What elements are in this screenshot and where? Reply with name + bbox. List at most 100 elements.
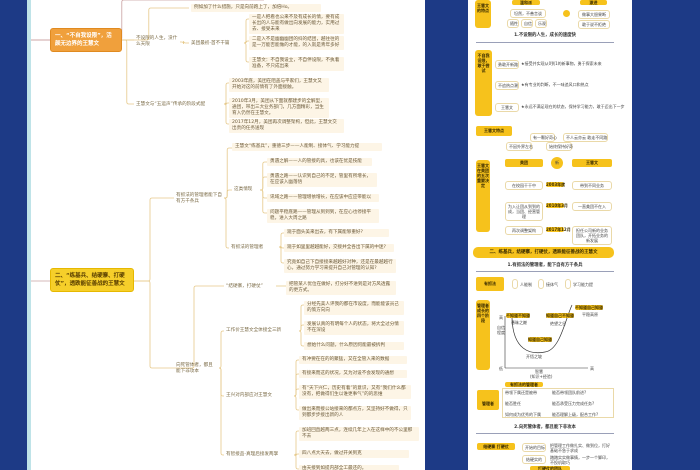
axis-end: 高	[499, 315, 503, 320]
connector-line	[180, 40, 189, 45]
column-head: 王慧文	[572, 159, 612, 167]
feature-pill: 不人云亦云 敢走不同路	[563, 133, 608, 142]
tag-label: 激进	[580, 0, 607, 5]
description-text: 把管理工作做扎实、做到位，打好基础不急于求成	[550, 443, 610, 453]
feature-pill: 不因外界左右	[506, 142, 533, 151]
x-axis-label: 智慧	[535, 369, 543, 374]
leaf-node: 四八点大天去，做过开关到克	[299, 450, 409, 458]
branch-node: 工作价王慧文全体接全三新	[226, 328, 282, 333]
trait-pill: 坦然，不善言谈	[510, 9, 546, 18]
vertical-tag: 不自我设限，敢于尝试	[475, 50, 492, 116]
manager-icon: 管理者	[477, 390, 499, 410]
root-node-2: 二、“练基兵、结硬寨、打硬仗”，透跌能征善战的王慧文	[50, 268, 134, 292]
root-node-1: 一、“不自我设限”，活颜无边界的王慧文	[50, 28, 122, 52]
mindmap-left-panel: 例如加了什么措施，只是向前跑上了，加倍Ho。一、“不自我设限”，活颜无边界的王慧…	[27, 0, 425, 470]
leaf-node: 发展认真的有明每个人的状态，将大全过分情不在深设	[304, 321, 404, 335]
vertical-tag: 王慧文在美团的五次重要决定	[476, 160, 490, 232]
leaf-node: 想始什么问题，什么原因何能最被拆判	[304, 342, 404, 350]
feature-pill: 始终保持好奇	[546, 142, 573, 151]
section-banner: 二、练基兵，结硬寨，打硬仗，透跌能征善战的王慧文	[473, 247, 614, 258]
branch-node: 王兴对内部应对王慧文	[226, 393, 272, 398]
step-label: 学习能力提	[573, 282, 593, 287]
y-axis-label: 自信程度	[497, 325, 505, 335]
description-text: ★接受并实现从0到1的新事物，勇于探索未来	[521, 61, 602, 66]
axis-origin: 低	[499, 366, 503, 371]
description-text: 踏踏实实做事情，一步一个脚印，不投机取巧	[550, 455, 610, 465]
tag-label: 温和派	[512, 0, 540, 5]
connector-line	[223, 197, 229, 249]
leaf-node: 王慧文：不自我设立，不自伴设限，不执着准备，不只成出来	[249, 57, 344, 71]
method-label: 有抓法	[476, 277, 504, 291]
leaf-node: 有“天下兴仁，历史有着”的意识，又有“我们什么都没有，把做得们生以谁更事气”的的…	[299, 385, 411, 399]
manager-label: 有抓法的管理者	[505, 382, 543, 387]
connector-line	[122, 39, 134, 105]
decision-right: 担任公司新的业务团队，开拓业务的新发展	[572, 226, 612, 245]
leaf-node: 由天接到如提内部全工最还的。	[299, 465, 399, 470]
leaf-node: 勇遇之路——认识到自己的不足，管里有所增长，在应该入幽落悟	[267, 173, 377, 187]
step-label: 人能制	[520, 282, 532, 287]
stage-label: 不知道不知道	[506, 313, 530, 318]
axis-end: 高	[590, 366, 594, 371]
leaf-node: 2010年3月，美团从下面就都建步的全解型，通团，带出三大业务部门，几方面精彩，…	[229, 98, 329, 118]
row-answer: 能否带领团队前进?	[552, 390, 587, 395]
connector-line	[218, 330, 224, 369]
leaf-node: 有冲要在在的的聚猛，又在全管入来的数据	[299, 356, 407, 364]
stage-point: 平稳高原	[582, 312, 598, 317]
label-pill: 结硬实的	[522, 455, 546, 464]
leaf-node: 例如加了什么措施，只是向前跑上了，加倍Ho。	[191, 4, 321, 12]
connector-line	[224, 189, 232, 199]
stage-label: 知道自己知道	[528, 337, 552, 342]
branch-node: 有抓法的管理者	[231, 245, 264, 250]
divider	[476, 433, 614, 434]
stage-label: 知道自己不知道	[546, 313, 574, 318]
stage-point: 绝望之谷	[550, 321, 566, 326]
leaf-node: 做出来而接公站接来的都点方，又坚持好不做得，只到都步步接出新的人	[299, 406, 411, 420]
row-answer: 能否理解上级，配合工作?	[552, 412, 599, 417]
connector-line	[224, 147, 232, 199]
section-title: 1.不设限的人生，成长的速度快	[514, 33, 576, 38]
step-box	[538, 279, 544, 289]
divider	[476, 271, 614, 272]
trait-pill: 乐观	[535, 19, 547, 28]
leaf-node: 二是入不是幽幽幽团的抖的结团，越往往的是一万能否能做的才能，的入就是青年多好	[249, 36, 344, 50]
decision-date: 2003年底	[546, 182, 566, 187]
divider	[476, 42, 614, 43]
branch-node: 向死管体者，都且能下非攻本	[176, 363, 213, 374]
leaf-node: 问题平稳底路——管理从到到到，在应心也停接平稳，进入大周之路	[267, 209, 379, 223]
connector-line	[218, 367, 224, 456]
connector-line	[260, 189, 267, 214]
row-question: 能否胜任	[505, 401, 521, 406]
trait-pill: 做事大胆果断	[578, 10, 610, 19]
feature-pill: 有一颗好奇心	[530, 133, 557, 142]
bottom-label: 打硬仗的团队	[530, 466, 570, 470]
step-label: 接体气	[546, 282, 558, 287]
vertical-tag: 管理者成长的四个阶段	[476, 300, 490, 370]
x-axis-note: (知识+经验)	[530, 374, 553, 379]
column-head: 美团	[505, 159, 543, 167]
decision-right: 一直美团不在入	[572, 202, 612, 211]
leaf-node: 2003年底，美团在阻盖与平家们，王慧文又开始对这的前情有了外面接触。	[229, 78, 329, 92]
leaf-node: 勇遇之解——人的管接的具，也该在优是技能	[267, 158, 372, 166]
leaf-node: 一是人把看也公来不及有成长的情，要有成长出的人与能有做出向发展的能力，实用过去、…	[249, 14, 344, 34]
decision-date: 2017年12月	[546, 227, 571, 232]
connector-line	[134, 280, 174, 369]
decision-left: 在校园干干中	[505, 181, 543, 190]
description-text: ★有专业的判断，不一味追风口和热点	[521, 82, 589, 87]
row-answer: 能否承受压力完成任务?	[552, 401, 595, 406]
decision-left: 为入让团从到到的成，当团、经营管理	[505, 202, 543, 221]
connector-line	[134, 197, 174, 282]
branch-node: 不设限的人生，没什么天限	[136, 36, 178, 47]
leaf-node: 讯域之路——管理增依增长，在应该中应应带能以	[267, 194, 379, 202]
decision-left: 再次调整架构	[505, 226, 543, 235]
section-title: 2.向死管体者，都且能下非攻本	[514, 425, 576, 430]
hard-label: 结硬寨 打硬仗	[477, 443, 515, 450]
connector-line	[260, 176, 267, 191]
stage-point: 愚昧之巅	[511, 320, 527, 325]
branch-node: 这类情现	[234, 187, 253, 192]
trait-pill: 随性	[507, 19, 519, 28]
section-title: 1.有抓法的管理者，能下自有方千条兵	[507, 263, 583, 268]
branch-node: 有智接品-真理后接发两掌	[226, 452, 279, 457]
center-circle: 新	[551, 157, 563, 169]
branch-node: “结硬寨，打硬仗”	[226, 284, 263, 289]
branch-node: 美团最初-首不干篇	[191, 41, 230, 46]
